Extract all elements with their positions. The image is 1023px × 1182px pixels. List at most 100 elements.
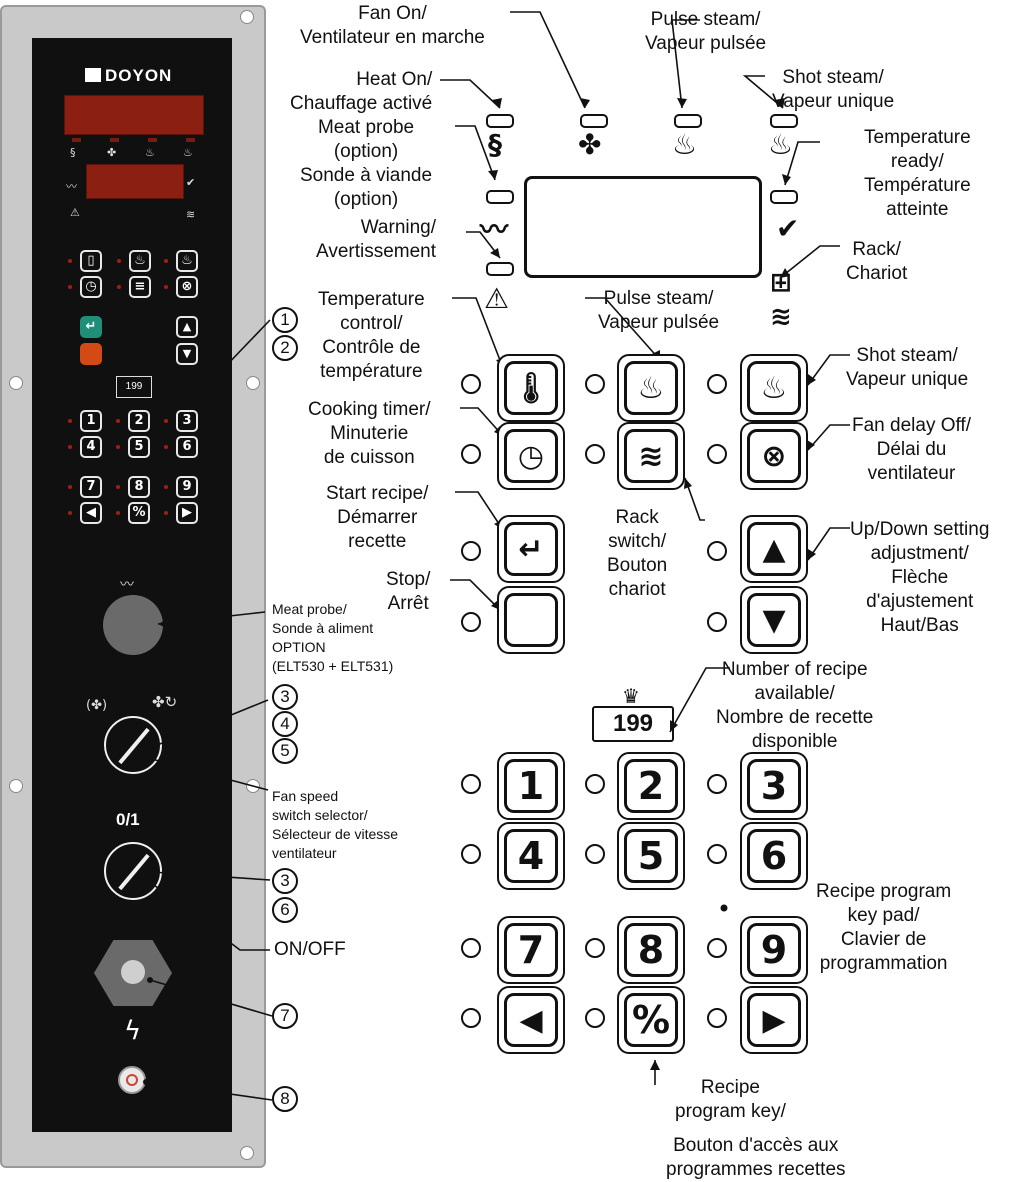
pulse-steam-key[interactable]: ♨ <box>129 250 151 272</box>
mini-key[interactable]: % <box>128 502 150 524</box>
mini-key[interactable]: 9 <box>176 476 198 498</box>
digit-two-key[interactable]: 2 <box>617 752 685 820</box>
temperature-control-key[interactable]: ▯ <box>80 250 102 272</box>
key-indicator-led <box>585 938 605 958</box>
meat-probe-led <box>486 190 514 204</box>
down-key[interactable]: ▼ <box>176 343 198 365</box>
stop-key-label <box>504 593 558 647</box>
key-led <box>68 445 72 449</box>
digit-six-key[interactable]: 6 <box>740 822 808 890</box>
key-led <box>117 285 121 289</box>
digit-two-key-label: 2 <box>624 759 678 813</box>
rack-switch-icon: ≋ <box>770 302 792 332</box>
label-shot-steam-top: Shot steam/Vapeur unique <box>772 67 895 112</box>
mini-key[interactable]: ◀ <box>80 502 102 524</box>
digit-five-key[interactable]: 5 <box>617 822 685 890</box>
key-led <box>68 511 72 515</box>
key-indicator-led <box>707 541 727 561</box>
up-key-label: ▲ <box>747 522 801 576</box>
fan-speed-knob[interactable] <box>104 716 162 774</box>
up-key[interactable]: ▲ <box>740 515 808 583</box>
stop-key[interactable] <box>80 343 102 365</box>
fan-delay-key[interactable]: ⊗ <box>740 422 808 490</box>
digit-three-key[interactable]: 3 <box>740 752 808 820</box>
on-off-knob[interactable] <box>104 842 162 900</box>
recipe-program-key[interactable]: % <box>617 986 685 1054</box>
callout-number: 8 <box>272 1086 298 1112</box>
digit-four-key[interactable]: 4 <box>497 822 565 890</box>
recipe-count-mini: 199 <box>116 376 152 398</box>
key-indicator-led <box>461 938 481 958</box>
key-indicator-led <box>707 374 727 394</box>
key-indicator-led <box>461 612 481 632</box>
mini-key[interactable]: 4 <box>80 436 102 458</box>
fan-low-icon: (✤) <box>86 698 108 713</box>
digit-four-key-label: 4 <box>504 829 558 883</box>
previous-key[interactable]: ◀ <box>497 986 565 1054</box>
heat-on-led <box>486 114 514 128</box>
digit-eight-key[interactable]: 8 <box>617 916 685 984</box>
mini-key[interactable]: 1 <box>80 410 102 432</box>
key-indicator-led <box>585 1008 605 1028</box>
callout-number: 4 <box>272 711 298 737</box>
start-recipe-key[interactable]: ↵ <box>497 515 565 583</box>
mini-key[interactable]: 2 <box>128 410 150 432</box>
key-indicator-led <box>585 774 605 794</box>
rack-switch-key[interactable]: ≋ <box>617 422 685 490</box>
cooking-timer-key[interactable]: ◷ <box>80 276 102 298</box>
digit-five-key-label: 5 <box>624 829 678 883</box>
mini-key[interactable]: 5 <box>128 436 150 458</box>
meat-probe-socket[interactable] <box>103 595 163 655</box>
start-recipe-key-label: ↵ <box>504 522 558 576</box>
mini-key[interactable]: 6 <box>176 436 198 458</box>
stop-key[interactable] <box>497 586 565 654</box>
pulse-steam-key[interactable]: ♨ <box>617 354 685 422</box>
mini-key[interactable]: 7 <box>80 476 102 498</box>
callout-number: 6 <box>272 897 298 923</box>
temperature-ready-led <box>770 190 798 204</box>
key-indicator-led <box>707 844 727 864</box>
digit-one-key[interactable]: 1 <box>497 752 565 820</box>
temperature-control-key[interactable]: 🌡︎ <box>497 354 565 422</box>
down-key[interactable]: ▼ <box>740 586 808 654</box>
next-key-label: ▶ <box>747 993 801 1047</box>
temperature-control-key-label: 🌡︎ <box>504 361 558 415</box>
start-recipe-key[interactable]: ↵ <box>80 316 102 338</box>
digit-nine-key[interactable]: 9 <box>740 916 808 984</box>
digit-eight-key-label: 8 <box>624 923 678 977</box>
digit-seven-key-label: 7 <box>504 923 558 977</box>
mini-key[interactable]: 3 <box>176 410 198 432</box>
shot-steam-key[interactable]: ♨ <box>176 250 198 272</box>
key-indicator-led <box>461 774 481 794</box>
previous-key-label: ◀ <box>504 993 558 1047</box>
fan-delay-key-label: ⊗ <box>747 429 801 483</box>
chef-hat-icon: ♛ <box>622 686 640 708</box>
key-led <box>116 511 120 515</box>
mount-hole <box>9 779 23 793</box>
digit-seven-key[interactable]: 7 <box>497 916 565 984</box>
key-indicator-led <box>461 374 481 394</box>
key-led <box>116 485 120 489</box>
recipe-count-indicator: 199 <box>592 706 674 742</box>
mini-key[interactable]: ▶ <box>176 502 198 524</box>
recipe-program-key-label: % <box>624 993 678 1047</box>
mini-key[interactable]: 8 <box>128 476 150 498</box>
cooking-timer-key[interactable]: ◷ <box>497 422 565 490</box>
next-key[interactable]: ▶ <box>740 986 808 1054</box>
key-led <box>68 419 72 423</box>
main-display <box>86 164 184 199</box>
digit-six-key-label: 6 <box>747 829 801 883</box>
top-display <box>64 95 204 135</box>
fan-delay-key[interactable]: ⊗ <box>176 276 198 298</box>
heat-icon: § <box>70 146 76 159</box>
shot-steam-key[interactable]: ♨ <box>740 354 808 422</box>
pulse-steam-key-label: ♨ <box>624 361 678 415</box>
fan-on-led <box>580 114 608 128</box>
meat-probe-icon: 〰 <box>120 577 134 593</box>
up-key[interactable]: ▲ <box>176 316 198 338</box>
rack-switch-key[interactable]: ≡ <box>129 276 151 298</box>
